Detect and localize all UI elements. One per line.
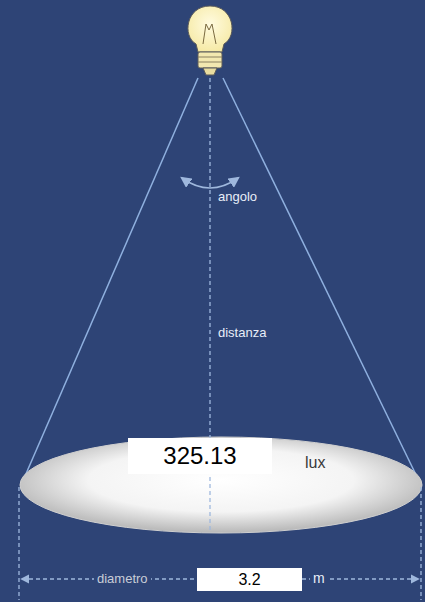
- dimension-guide: [18, 487, 19, 600]
- value-box: 3.2: [197, 568, 302, 591]
- angle-arc: [182, 178, 238, 188]
- light-spot: [20, 437, 422, 533]
- dimension-label: diametro: [94, 571, 151, 586]
- bulb-glass: [188, 6, 232, 52]
- bulb-filament: [203, 24, 216, 44]
- bulb-thread: [198, 57, 222, 58]
- bulb-thread: [198, 62, 222, 63]
- value-text: 325.13: [163, 442, 236, 470]
- dimension-guide: [420, 487, 421, 600]
- unit-label: m: [310, 570, 328, 586]
- cone-edge: [22, 78, 198, 483]
- cone-edge: [223, 78, 420, 483]
- bulb-base: [198, 52, 222, 68]
- unit-label: lux: [305, 454, 325, 472]
- light-bulb: [188, 6, 232, 75]
- bulb-tip: [203, 68, 217, 75]
- angle-label: angolo: [218, 189, 257, 204]
- distance-label: distanza: [218, 325, 266, 340]
- value-box: 325.13: [128, 438, 272, 474]
- value-text: 3.2: [238, 571, 260, 589]
